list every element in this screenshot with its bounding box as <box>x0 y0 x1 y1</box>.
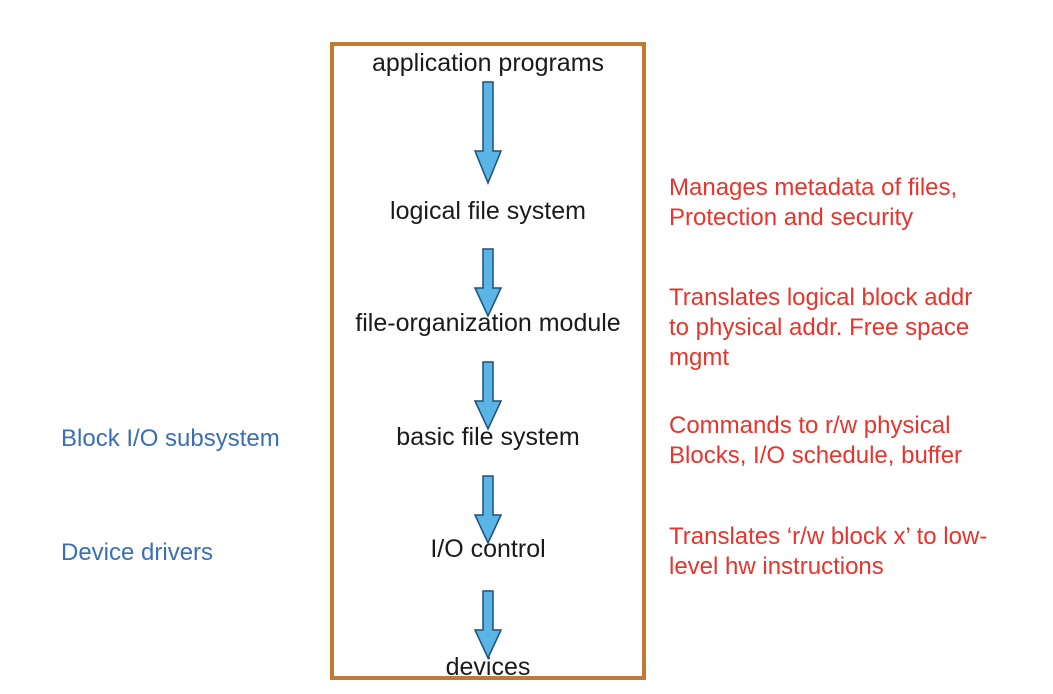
layer-logical-file-system: logical file system <box>390 197 586 225</box>
down-arrow-icon <box>473 81 503 185</box>
note-line: level hw instructions <box>669 553 884 580</box>
note-device-drivers: Device drivers <box>61 539 214 566</box>
note-line: Manages metadata of files, <box>669 174 958 201</box>
note-line: Blocks, I/O schedule, buffer <box>669 442 963 469</box>
note-file-organization-module: Translates logical block addr to physica… <box>669 283 972 373</box>
note-line: Translates logical block addr <box>669 284 973 311</box>
note-line: Commands to r/w physical <box>669 412 951 439</box>
layer-stack-frame <box>330 42 646 680</box>
down-arrow-icon <box>473 590 503 660</box>
note-line: Protection and security <box>669 204 914 231</box>
note-logical-file-system: Manages metadata of files, Protection an… <box>669 173 957 233</box>
down-arrow-icon <box>473 475 503 545</box>
note-line: to physical addr. Free space <box>669 314 970 341</box>
note-basic-file-system: Commands to r/w physical Blocks, I/O sch… <box>669 411 962 471</box>
note-line: mgmt <box>669 344 729 371</box>
down-arrow-icon <box>473 361 503 431</box>
note-io-control: Translates ‘r/w block x’ to low- level h… <box>669 522 987 582</box>
note-block-io-subsystem: Block I/O subsystem <box>61 425 280 452</box>
note-line: Translates ‘r/w block x’ to low- <box>669 523 988 550</box>
layer-application-programs: application programs <box>371 49 605 77</box>
down-arrow-icon <box>473 248 503 318</box>
